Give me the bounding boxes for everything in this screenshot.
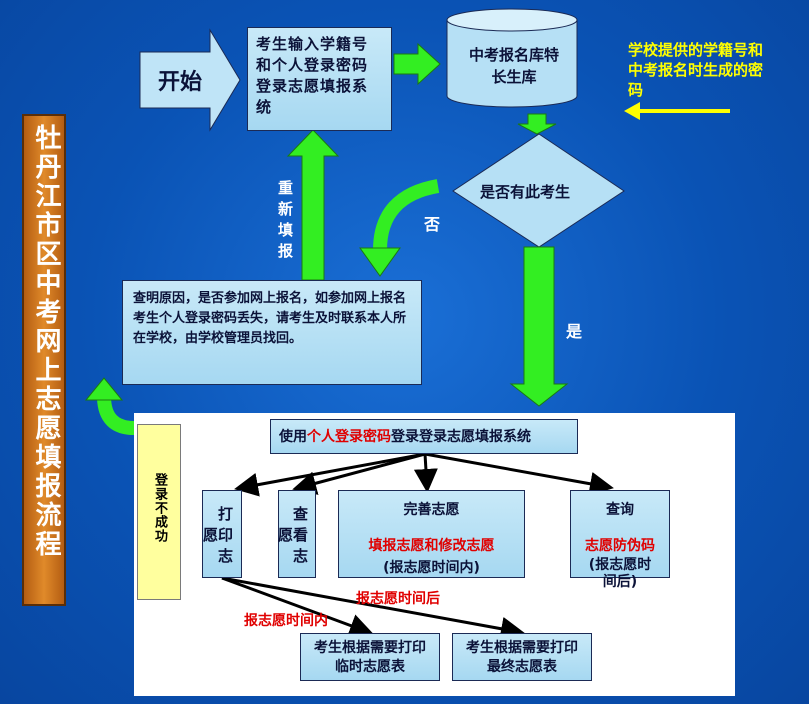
- query-title: 查询: [606, 502, 634, 518]
- reason-note-box: 查明原因，是否参加网上报名，如参加网上报名考生个人登录密码丢失，请考生及时联系本…: [122, 280, 422, 385]
- arrow-to-decision: [517, 113, 557, 135]
- print-final-box: 考生根据需要打印最终志愿表: [452, 633, 592, 681]
- arrow-to-database: [393, 42, 441, 86]
- yes-arrow: [509, 246, 569, 407]
- failed-arrow: [97, 397, 135, 435]
- database-label: 中考报名库特长生库: [468, 46, 559, 86]
- print-temp-text: 考生根据需要打印临时志愿表: [314, 640, 426, 675]
- complete-sub-red: 填报志愿和修改志愿: [368, 538, 495, 554]
- yes-label: 是: [566, 322, 583, 341]
- query-sub-red: 志愿防伪码: [585, 538, 655, 554]
- school-note: 学校提供的学籍号和中考报名时生成的密码: [628, 41, 764, 99]
- complete-sub: (报志愿时间内): [383, 560, 480, 576]
- failed-arrow-head: [84, 377, 124, 401]
- during-label: 报志愿时间内: [244, 613, 328, 629]
- no-arrow-head: [359, 247, 401, 277]
- retry-label: 重新填报: [276, 180, 294, 264]
- after-label: 报志愿时间后: [356, 591, 440, 607]
- login-step-text: 考生输入学籍号和个人登录密码登录志愿填报系统: [256, 35, 369, 116]
- start-arrow-shape: [139, 28, 241, 132]
- login-failed-box: 登录不成功: [137, 424, 181, 600]
- print-label: 打印志愿: [201, 505, 234, 569]
- print-button[interactable]: 打印志愿: [201, 490, 242, 578]
- query-button[interactable]: 查询 志愿防伪码 (报志愿时间后): [570, 490, 670, 590]
- system-bar-suffix: 登录登录志愿填报系统: [391, 429, 531, 445]
- query-sub: (报志愿时间后): [588, 557, 652, 590]
- view-label: 查看志愿: [276, 505, 309, 569]
- decision-label: 是否有此考生: [480, 183, 571, 201]
- login-failed-label: 登录不成功: [152, 473, 167, 543]
- view-button[interactable]: 查看志愿: [276, 490, 316, 578]
- print-final-text: 考生根据需要打印最终志愿表: [466, 640, 578, 675]
- reason-note-text: 查明原因，是否参加网上报名，如参加网上报名考生个人登录密码丢失，请考生及时联系本…: [133, 291, 407, 346]
- login-step-box: 考生输入学籍号和个人登录密码登录志愿填报系统: [247, 27, 392, 131]
- school-note-arrow: [624, 102, 640, 120]
- print-temp-box: 考生根据需要打印临时志愿表: [300, 633, 440, 681]
- process-title-panel: 牡丹江市区中考网上志愿填报流程: [22, 114, 66, 606]
- system-bar-prefix: 使用: [279, 429, 307, 445]
- retry-arrow: [286, 129, 340, 281]
- no-arrow: [373, 179, 440, 251]
- complete-title: 完善志愿: [403, 502, 460, 518]
- complete-button[interactable]: 完善志愿 填报志愿和修改志愿 (报志愿时间内): [338, 490, 525, 578]
- system-bar-highlight: 个人登录密码: [307, 429, 391, 445]
- start-label: 开始: [158, 70, 203, 95]
- system-login-bar: 使用个人登录密码登录登录志愿填报系统: [270, 419, 578, 454]
- process-title: 牡丹江市区中考网上志愿填报流程: [31, 124, 61, 559]
- no-label: 否: [424, 215, 441, 234]
